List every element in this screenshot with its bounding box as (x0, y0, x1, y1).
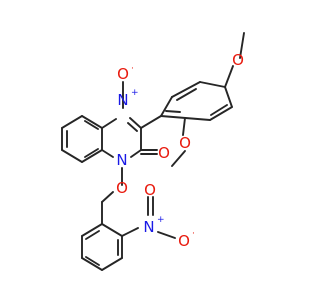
charge-nitro-n: + (157, 215, 165, 225)
bond (61, 149, 83, 163)
structure-diagram: N + O · O N O O O N + O O · (61, 32, 245, 271)
atom-o-ether: O (116, 179, 128, 197)
atom-nitro-o-right: O (178, 232, 190, 250)
bond (81, 223, 103, 237)
bond (130, 149, 142, 158)
bonds (61, 32, 245, 271)
bond-double-inner (85, 230, 100, 240)
bond-double-inner (84, 120, 99, 130)
atom-n-oxide: N (117, 91, 128, 109)
bond (81, 115, 103, 129)
bond (157, 231, 176, 239)
atom-labels: N + O · O N O O O N + O O · (116, 51, 244, 250)
charge-o-oxide: · (131, 64, 134, 74)
bond (101, 257, 123, 271)
bond (129, 117, 142, 129)
bond (101, 149, 114, 158)
charge-n-oxide: + (131, 88, 139, 98)
bond (182, 117, 186, 136)
bond (101, 191, 114, 203)
bond-double-inner (165, 110, 181, 113)
bond (209, 106, 233, 121)
bond (239, 32, 245, 59)
bond (121, 227, 139, 237)
bond (171, 81, 201, 98)
bond-double-inner (84, 148, 99, 158)
bond (160, 96, 173, 117)
bond (101, 223, 123, 237)
bond (171, 150, 186, 167)
bond-double-inner (127, 122, 138, 132)
atom-methoxy-mid-o: O (179, 134, 191, 152)
bond (224, 65, 234, 88)
bond (199, 81, 226, 88)
bond (101, 118, 117, 129)
atom-carbonyl-o: O (158, 144, 170, 162)
atom-methoxy-top-o: O (232, 51, 244, 69)
bond (61, 115, 83, 129)
bond (140, 115, 162, 129)
bond-double-inner (210, 104, 228, 116)
bond (224, 86, 233, 108)
atom-nitro-n: N (143, 218, 154, 236)
atom-nitro-o-top: O (144, 181, 156, 199)
bond-double-inner (85, 256, 100, 266)
bond-double-inner (176, 88, 197, 101)
bond (81, 257, 103, 271)
charge-nitro-o-right: · (192, 229, 195, 239)
atom-o-oxide: O (117, 65, 129, 83)
atom-n-ring: N (116, 151, 127, 169)
molecule-canvas: N + O · O N O O O N + O O · (61, 32, 245, 271)
bond (81, 149, 103, 163)
